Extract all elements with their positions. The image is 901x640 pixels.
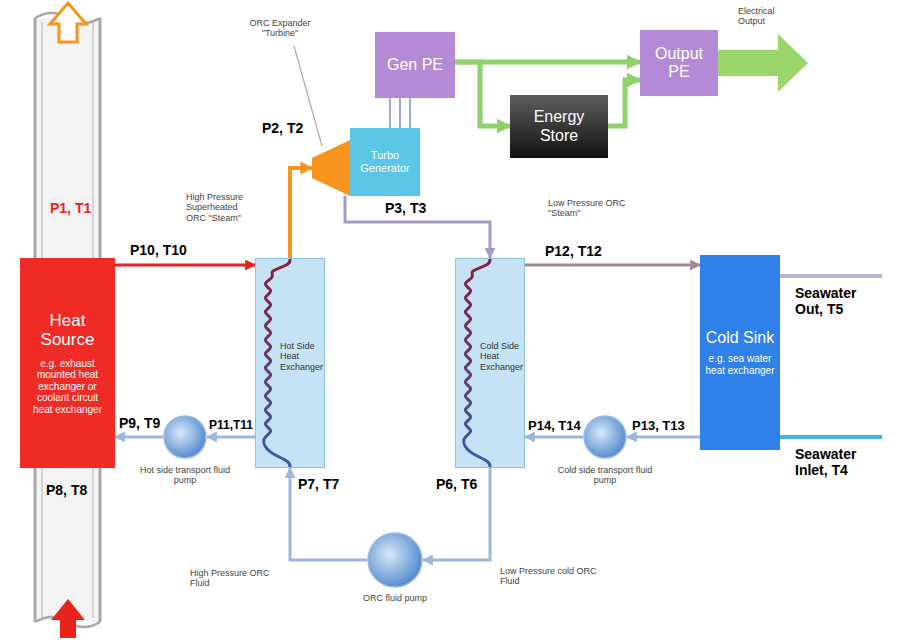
exhaust-out-arrow [50, 3, 86, 42]
state-point-label: P7, T7 [298, 476, 358, 492]
node-title: Heat Source [26, 311, 109, 350]
flow-connector [423, 468, 490, 560]
node-title: Cold Side Heat Exchanger [480, 341, 522, 372]
cold-side-heat-exchanger: Cold Side Heat Exchanger [455, 258, 525, 468]
orc-fluid-pump: ORC fluid pump [367, 532, 423, 588]
pump-shape [163, 415, 207, 459]
turbo-generator-box: Turbo Generator [350, 128, 420, 196]
state-point-label: P14, T14 [528, 419, 583, 434]
electrical-output-arrow [718, 34, 808, 92]
seawater-out-pipe [780, 274, 882, 278]
node-title: Cold Sink [706, 329, 774, 347]
generator-wire [409, 98, 411, 128]
state-point-label: P6, T6 [436, 476, 488, 492]
turbine-body [312, 140, 350, 196]
annotation-text: High Pressure ORC Fluid [190, 568, 285, 589]
node-title: Hot Side Heat Exchanger [280, 341, 322, 372]
gen-pe-box: Gen PE [375, 32, 455, 98]
pump-body [164, 416, 206, 458]
state-point-label: P3, T3 [385, 200, 445, 216]
exhaust-in-arrow [51, 599, 85, 638]
node-title: Turbo Generator [354, 149, 416, 174]
pump-body [368, 533, 422, 587]
annotation-text: Low Pressure cold ORC Fluid [500, 566, 610, 587]
output-pe-box: Output PE [640, 30, 718, 96]
flow-connector [290, 168, 312, 258]
hot-side-heat-exchanger: Hot Side Heat Exchanger [255, 258, 325, 468]
flow-connector [207, 436, 255, 439]
node-title: Energy Store [514, 108, 604, 145]
flow-connector [455, 60, 640, 65]
state-point-label: P10, T10 [130, 242, 210, 258]
state-point-label: P13, T13 [632, 419, 692, 434]
flow-connector [525, 436, 583, 439]
cold-sink-box: Cold Sink e.g. sea water heat exchanger [700, 255, 780, 450]
flow-connector [455, 62, 510, 126]
state-point-label: P2, T2 [262, 120, 322, 136]
state-point-label: P9, T9 [119, 415, 163, 431]
node-subtitle: e.g. sea water heat exchanger [705, 353, 775, 376]
state-point-label: P12, T12 [545, 243, 625, 259]
orc-expander-turbine: ORC Expander "Turbine" [312, 140, 350, 196]
state-point-label: P8, T8 [46, 482, 116, 498]
state-point-label: P1, T1 [50, 200, 120, 216]
annotation-text: Electrical Output [738, 6, 798, 27]
cold-side-pump: Cold side transport fluid pump [583, 415, 627, 459]
flow-connector [399, 98, 401, 128]
state-point-label: Seawater Inlet, T4 [795, 446, 879, 478]
flow-connector [345, 196, 490, 258]
flow-connector [525, 264, 700, 267]
node-title: Gen PE [387, 56, 443, 74]
state-point-label: Seawater Out, T5 [795, 285, 879, 317]
pump-body [584, 416, 626, 458]
flow-connector [290, 468, 367, 560]
node-title: Cold side transport fluid pump [550, 465, 660, 486]
pump-shape [583, 415, 627, 459]
annotation-text: Low Pressure ORC "Steam" [548, 198, 630, 219]
seawater-inlet-pipe [780, 435, 882, 439]
energy-store-box: Energy Store [510, 95, 608, 158]
flow-connector [608, 80, 640, 126]
generator-wire [389, 98, 391, 128]
flow-connector [115, 264, 255, 267]
node-title: Output PE [644, 45, 714, 82]
state-point-label: P11,T11 [209, 419, 255, 433]
hot-side-pump: Hot side transport fluid pump [163, 415, 207, 459]
node-title: ORC Expander "Turbine" [240, 18, 320, 39]
annotation-text: High Pressure Superheated ORC "Steam" [186, 192, 254, 223]
pump-shape [367, 532, 423, 588]
flow-connector [115, 436, 163, 439]
node-title: Hot side transport fluid pump [130, 465, 240, 486]
node-subtitle: e.g. exhaust mounted heat exchanger or c… [26, 358, 109, 416]
node-title: ORC fluid pump [340, 593, 450, 603]
turbine-shape [312, 140, 350, 196]
flow-connector [627, 436, 700, 439]
heat-source-box: Heat Source e.g. exhaust mounted heat exc… [20, 258, 115, 468]
